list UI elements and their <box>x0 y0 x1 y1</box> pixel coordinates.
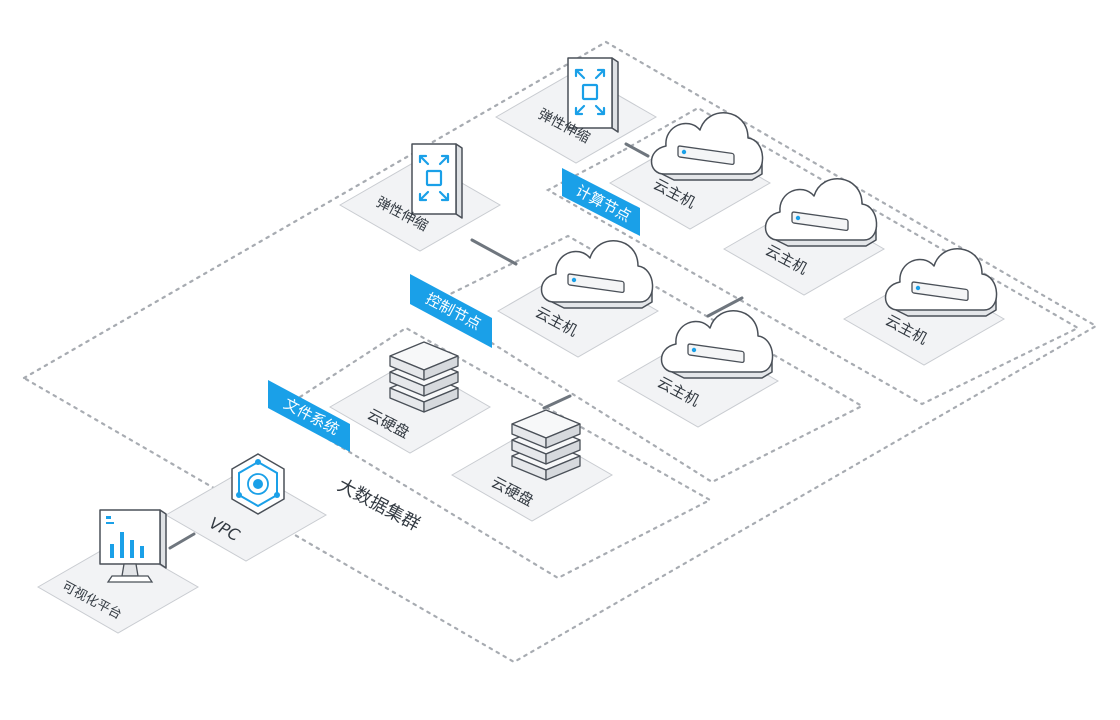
cloud-disk-2[interactable]: 云硬盘 <box>451 409 613 522</box>
compute-host-3[interactable]: 云主机 <box>843 248 1005 366</box>
filesystem-group-boundary <box>277 326 713 580</box>
cloud-disk-1[interactable]: 云硬盘 <box>329 341 491 454</box>
vpc-node[interactable]: VPC <box>165 453 327 562</box>
visual-platform-node[interactable]: 可视化平台 <box>37 509 199 634</box>
monitor-bar-chart-icon <box>99 509 167 583</box>
hexagon-network-icon <box>231 453 285 515</box>
control-host-1[interactable]: 云主机 <box>497 240 659 358</box>
connection-lines <box>168 142 744 550</box>
compute-node-group-boundary <box>545 106 1081 406</box>
control-host-2[interactable]: 云主机 <box>617 310 779 428</box>
compute-host-2[interactable]: 云主机 <box>723 178 885 296</box>
compute-host-1[interactable]: 云主机 <box>609 112 771 230</box>
scaling-node-top[interactable]: 弹性伸缩 <box>495 56 657 164</box>
cluster-label: 大数据集群 <box>334 475 423 536</box>
scaling-node-left[interactable]: 弹性伸缩 <box>339 142 501 252</box>
